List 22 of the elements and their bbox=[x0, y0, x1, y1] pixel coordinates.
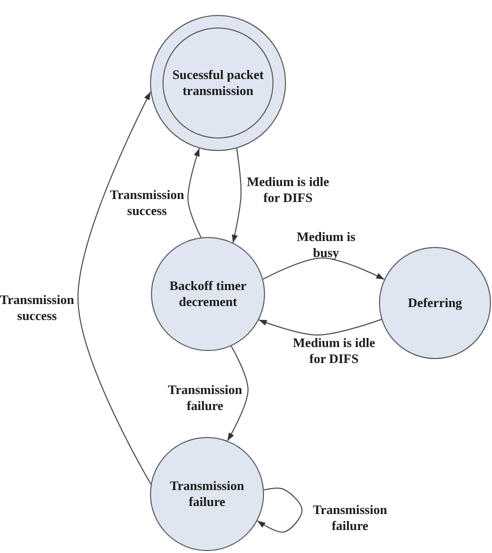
state-circle bbox=[151, 237, 265, 351]
state-label: Sucessful packet transmission bbox=[171, 67, 265, 99]
transition-arrow bbox=[258, 318, 382, 336]
edge-label: Transmission failure bbox=[166, 382, 244, 414]
edge-label: Transmission success bbox=[0, 292, 75, 324]
self-loop-arrow bbox=[256, 488, 302, 533]
state-circle bbox=[150, 437, 264, 551]
state-circle bbox=[379, 247, 491, 359]
state-label: Backoff timer decrement bbox=[168, 278, 248, 310]
transition-arrow bbox=[188, 148, 202, 238]
edge-label: Transmission failure bbox=[312, 502, 388, 534]
edge-label: Medium is busy bbox=[296, 229, 356, 261]
transition-arrow bbox=[78, 91, 152, 485]
state-label: Transmission failure bbox=[168, 478, 246, 510]
transition-arrow bbox=[226, 346, 248, 442]
edge-label: Medium is idle for DIFS bbox=[246, 174, 330, 206]
state-circle bbox=[150, 15, 286, 151]
transition-arrow bbox=[232, 148, 242, 244]
state-label: Deferring bbox=[406, 295, 464, 311]
transition-arrow bbox=[262, 258, 385, 280]
edge-label: Transmission success bbox=[108, 187, 186, 219]
edge-label: Medium is idle for DIFS bbox=[292, 335, 376, 367]
